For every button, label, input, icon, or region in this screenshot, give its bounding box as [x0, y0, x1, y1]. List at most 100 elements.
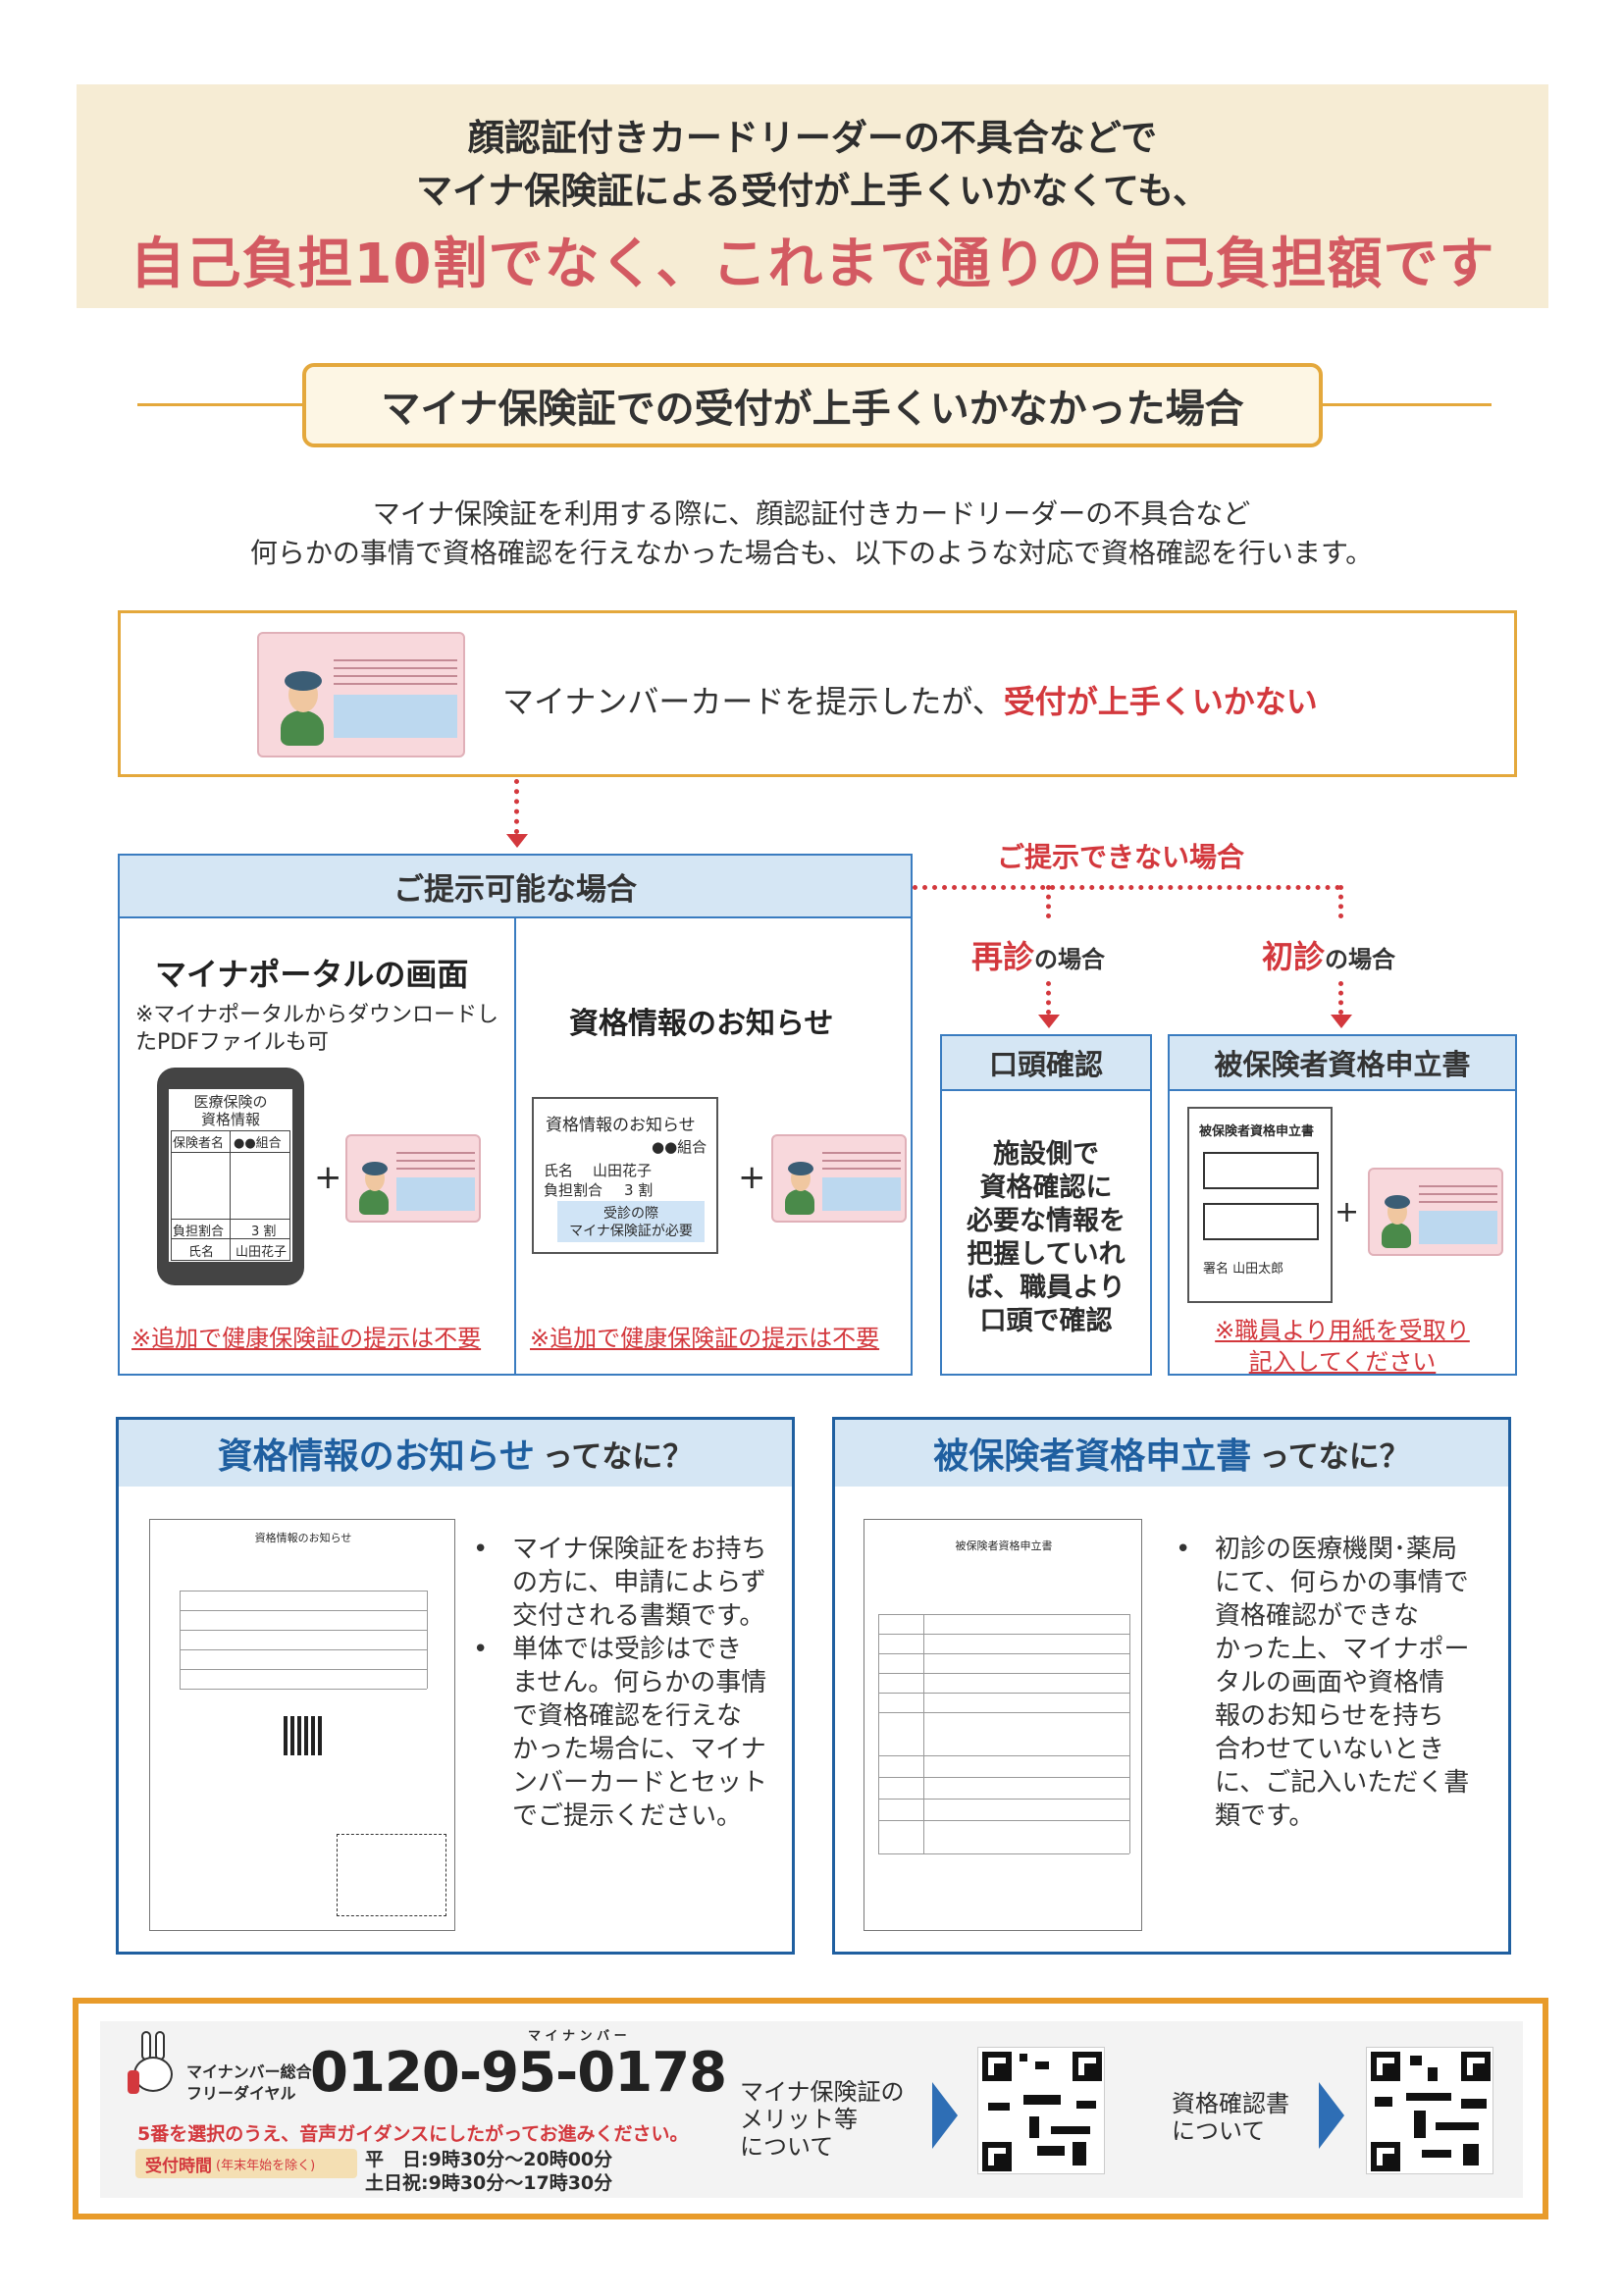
form-signature: 署名 山田太郎: [1203, 1262, 1284, 1277]
notice-document-image: 資格情報のお知らせ: [149, 1519, 455, 1931]
text-line: マイナ保険証をお持ち: [512, 1535, 767, 1564]
first-visit-label: 初診の場合: [1262, 932, 1395, 977]
text-line: かった場合に、マイナ: [512, 1735, 766, 1764]
hours-badge: 受付時間 (年末年始を除く): [135, 2149, 357, 2178]
doc-title: 被保険者資格申立書: [955, 1539, 1053, 1552]
what-notice-header: 資格情報のお知らせってなに？: [119, 1420, 792, 1487]
text-line: の方に、申請によらず: [512, 1568, 766, 1597]
bullet: •: [1176, 1535, 1191, 1564]
oral-line: 施設側で: [993, 1139, 1099, 1170]
portal-title: マイナポータルの画面: [155, 956, 469, 993]
branch-line: [913, 885, 1340, 890]
text-line: 報のお知らせを持ち: [1215, 1701, 1444, 1731]
text-line: かった上、マイナポー: [1215, 1635, 1470, 1664]
notice-title: 資格情報のお知らせ: [569, 1007, 834, 1041]
hours-label: 受付時間: [145, 2156, 212, 2176]
insurer-label: 保険者名: [173, 1136, 225, 1151]
qr-code-merit[interactable]: [977, 2047, 1105, 2174]
form-document-image: 被保険者資格申立書: [864, 1519, 1142, 1931]
oral-line: 把握していれ: [967, 1239, 1126, 1270]
branch-line: [1338, 981, 1343, 1015]
what-form-header: 被保険者資格申立書ってなに？: [835, 1420, 1508, 1487]
oral-check-title: 口頭確認: [942, 1036, 1150, 1091]
rabbit-mascot-icon: [128, 2031, 177, 2110]
form-sheet-image: 被保険者資格申立書 署名 山田太郎: [1187, 1107, 1333, 1303]
text-line: タルの画面や資格情: [1215, 1668, 1445, 1697]
text-line: 交付される書類です。: [512, 1601, 765, 1631]
what-notice-text-2: 単体では受診はでき ません。何らかの事情 で資格確認を行えな かった場合に、マイ…: [512, 1633, 767, 1833]
my-number-card-image: [257, 632, 465, 757]
oral-check-box: [940, 1034, 1152, 1376]
sheet-highlight: 受診の際 マイナ保険証が必要: [557, 1201, 705, 1242]
revisit-small: の場合: [1034, 946, 1106, 973]
presentable-header: ご提示可能な場合: [120, 856, 911, 918]
link-line: メリット等: [740, 2106, 858, 2133]
sheet-highlight-2: マイナ保険証が必要: [569, 1224, 693, 1239]
name-label: 氏名: [188, 1245, 215, 1260]
what-notice-suffix: ってなに？: [542, 1438, 694, 1475]
hours-note: (年末年始を除く): [216, 2158, 316, 2173]
oral-check-text: 施設側で 資格確認に 必要な情報を 把握していれ ば、職員より 口頭で確認: [942, 1138, 1150, 1338]
text-line: で資格確認を行えな: [512, 1701, 743, 1731]
certificate-link-text: 資格確認書 について: [1172, 2090, 1289, 2145]
phone-title-1: 医療保険の: [193, 1093, 268, 1111]
branch-line: [1046, 885, 1051, 918]
insurer-value: ●●組合: [234, 1136, 282, 1151]
phone-screen: 医療保険の 資格情報 保険者名 ●●組合 負担割合 3 割 氏名 山田花子: [169, 1089, 292, 1262]
case-text: マイナンバーカードを提示したが、受付が上手くいかない: [502, 677, 1318, 722]
sheet-insurer: ●●組合: [652, 1138, 707, 1156]
bullet: •: [473, 1635, 489, 1664]
text-line: に、ご記入いただく書: [1215, 1768, 1470, 1798]
portal-footnote: ※追加で健康保険証の提示は不要: [131, 1325, 482, 1352]
text-line: ません。何らかの事情: [512, 1668, 767, 1697]
arrow-head: [1038, 1015, 1060, 1028]
text-line: でご提示ください。: [512, 1801, 743, 1831]
intro-line-1: マイナ保険証を利用する際に、顔認証付きカードリーダーの不具合など: [372, 497, 1251, 530]
sheet-ratio-label: 負担割合: [544, 1181, 603, 1199]
sheet-name-label: 氏名: [544, 1162, 574, 1179]
top-banner: 顔認証付きカードリーダーの不具合などで マイナ保険証による受付が上手くいかなくて…: [77, 84, 1548, 308]
name-value: 山田花子: [236, 1245, 288, 1260]
hours-weekday: 平 日:9時30分～20時00分: [365, 2149, 613, 2170]
plus-sign: +: [314, 1158, 342, 1197]
ratio-label: 負担割合: [173, 1225, 225, 1239]
chevron-right-icon: [932, 2082, 958, 2149]
link-line: 資格確認書: [1172, 2090, 1289, 2117]
text-line: ンバーカードとセット: [512, 1768, 768, 1798]
dial-instruction: 5番を選択のうえ、音声ガイダンスにしたがってお進みください。: [137, 2123, 689, 2145]
sheet-name: 山田花子: [593, 1162, 653, 1179]
branch-line: [1338, 885, 1343, 918]
arrow-head: [506, 834, 528, 848]
link-line: マイナ保険証の: [740, 2078, 905, 2106]
phone-number[interactable]: 0120-95-0178: [310, 2041, 727, 2105]
text-line: 単体では受診はでき: [512, 1635, 743, 1664]
qr-code-certificate[interactable]: [1366, 2047, 1493, 2174]
dial-label-2: フリーダイヤル: [186, 2084, 296, 2103]
intro-line-2: 何らかの事情で資格確認を行えなかった場合も、以下のような対応で資格確認を行います…: [249, 537, 1374, 569]
link-line: について: [1172, 2117, 1266, 2145]
application-form-title: 被保険者資格申立書: [1170, 1036, 1515, 1091]
chevron-right-icon: [1319, 2082, 1344, 2149]
oral-line: ば、職員より: [967, 1273, 1126, 1303]
my-number-card-image: [771, 1134, 907, 1223]
dial-label-1: マイナンバー総合: [186, 2062, 312, 2081]
phone-title-2: 資格情報: [200, 1111, 260, 1128]
doc-title: 資格情報のお知らせ: [254, 1532, 352, 1544]
what-form-suffix: ってなに？: [1259, 1438, 1410, 1475]
first-small: の場合: [1325, 946, 1396, 973]
text-line: 合わせていないとき: [1215, 1735, 1445, 1764]
sheet-title: 資格情報のお知らせ: [546, 1116, 696, 1135]
phone-ruby: マ イ ナ ン バ ー: [528, 2029, 627, 2044]
case-text-normal: マイナンバーカードを提示したが、: [502, 683, 1004, 720]
revisit-big: 再診: [971, 938, 1035, 975]
banner-line-1: 顔認証付きカードリーダーの不具合などで: [467, 117, 1158, 159]
merit-link-text: マイナ保険証の メリット等 について: [740, 2078, 905, 2161]
text-line: 類です。: [1215, 1801, 1315, 1831]
form-note-2: 記入してください: [1248, 1348, 1437, 1376]
sheet-ratio: 3 割: [624, 1181, 654, 1199]
what-notice-title: 資格情報のお知らせ: [217, 1436, 535, 1477]
text-line: 初診の医療機関･薬局: [1215, 1535, 1458, 1564]
form-note-1: ※職員より用紙を受取り: [1215, 1317, 1470, 1344]
plus-sign: +: [738, 1158, 766, 1197]
text-line: 資格確認ができな: [1215, 1601, 1420, 1631]
